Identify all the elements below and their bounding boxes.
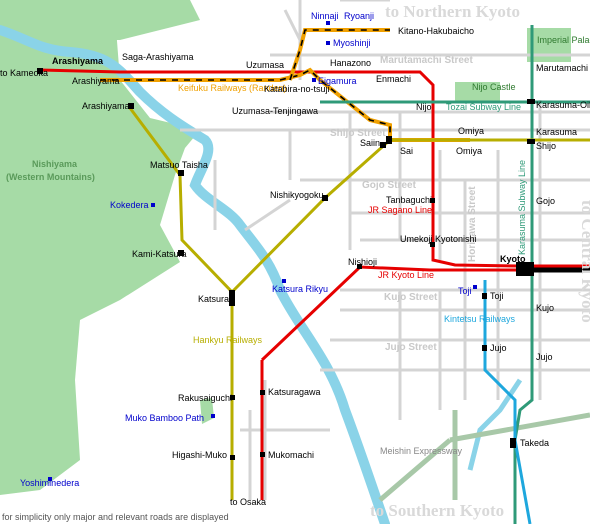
road-marutamachi: Marutamachi Street bbox=[380, 55, 473, 66]
station-toji: Toji bbox=[490, 291, 504, 301]
station-katabira: Katabira-no-tsuji bbox=[264, 84, 330, 94]
imperial-palace-park bbox=[527, 28, 571, 62]
label-jrkyoto: JR Kyoto Line bbox=[378, 270, 434, 280]
sight-imperial-text: Imperial Palace bbox=[537, 35, 590, 45]
road-network bbox=[180, 0, 590, 500]
sight-myoshinji: Myoshinji bbox=[333, 38, 371, 48]
meishin-expressway-road bbox=[378, 410, 590, 502]
station-umekoji-text: Umekoji Kyotonishi bbox=[400, 234, 477, 244]
road-gojo: Gojo Street bbox=[362, 180, 417, 191]
road-jujo: Jujo Street bbox=[385, 342, 437, 353]
station-omiya-hankyu: Omiya bbox=[458, 126, 484, 136]
nijo-castle-park bbox=[455, 82, 500, 102]
station-marutamachi: Marutamachi bbox=[536, 63, 588, 73]
station-tanbaguchi: Tanbaguchi bbox=[386, 195, 432, 205]
direction-north: to Northern Kyoto bbox=[385, 2, 520, 21]
station-karasuma: Karasuma bbox=[536, 127, 577, 137]
sight-muko: Muko Bamboo Path bbox=[125, 413, 204, 423]
station-arashiyama-randen: Arashiyama bbox=[72, 76, 120, 86]
station-omiya-randen: Omiya bbox=[456, 146, 482, 156]
station-nishioji: Nishioji bbox=[348, 257, 377, 267]
hankyu-arashiyama-line bbox=[128, 107, 234, 500]
sight-ninnaji: Ninnaji bbox=[311, 11, 339, 21]
station-matsuo: Matsuo Taisha bbox=[150, 160, 208, 170]
station-katsura: Katsura bbox=[198, 294, 229, 304]
mountains-area bbox=[0, 0, 571, 495]
station-karasuma-oike: Karasuma-Oike bbox=[536, 100, 590, 110]
hankyu-kyoto-line bbox=[230, 138, 590, 294]
footnote: for simplicity only major and relevant r… bbox=[2, 512, 229, 522]
station-uzumasa: Uzumasa bbox=[246, 60, 284, 70]
station-shijo: Shijo bbox=[536, 141, 556, 151]
station-saga: Saga-Arashiyama bbox=[122, 52, 194, 62]
station-gojo: Gojo bbox=[536, 196, 555, 206]
station-mukomachi: Mukomachi bbox=[268, 450, 314, 460]
station-marks bbox=[37, 68, 535, 460]
kamo-river bbox=[467, 378, 523, 471]
katsura-river bbox=[0, 25, 390, 524]
sight-markers bbox=[48, 21, 477, 481]
station-kami-katsura: Kami-Katsura bbox=[132, 249, 187, 259]
label-kintetsu: Kintetsu Railways bbox=[444, 314, 516, 324]
station-kyoto: Kyoto bbox=[500, 254, 526, 264]
station-osaka: to Osaka bbox=[230, 497, 266, 507]
station-arashiyama-hankyu: Arashiyama bbox=[82, 101, 130, 111]
sight-toji: Toji bbox=[458, 286, 472, 296]
station-jujo: Jujo bbox=[490, 343, 507, 353]
station-rakusaiguchi: Rakusaiguchi bbox=[178, 393, 232, 403]
mountains-name: Nishiyama bbox=[32, 159, 78, 169]
sight-kokedera: Kokedera bbox=[110, 200, 149, 210]
kintetsu-line bbox=[483, 280, 532, 524]
randen-kitano-dashes bbox=[289, 29, 390, 81]
station-kitano: Kitano-Hakubaicho bbox=[398, 26, 474, 36]
jr-sagano-line bbox=[39, 68, 590, 268]
station-arashiyama-main: Arashiyama bbox=[52, 56, 104, 66]
station-matsuo-text: Matsuo Taisha bbox=[150, 160, 208, 170]
station-takeda: Takeda bbox=[520, 438, 549, 448]
label-karasuma-line: Karasuma Subway Line bbox=[517, 160, 527, 255]
sight-imperial: Imperial Palace bbox=[537, 35, 590, 45]
road-shijo: Shijo Street bbox=[330, 128, 386, 139]
station-umekoji: Umekoji Kyotonishi bbox=[400, 234, 477, 244]
label-sagano: JR Sagano Line bbox=[368, 205, 432, 215]
station-saiin-hankyu: Saiin bbox=[360, 138, 380, 148]
arashiyama-hills bbox=[0, 0, 200, 40]
station-kujo: Kujo bbox=[536, 303, 554, 313]
road-horikawa: Horikawa Street bbox=[467, 186, 478, 262]
road-kujo: Kujo Street bbox=[384, 292, 438, 303]
station-hanazono: Hanazono bbox=[330, 58, 371, 68]
direction-south: to Southern Kyoto bbox=[370, 501, 504, 520]
label-randen: Keifuku Railways (Randen) bbox=[178, 83, 287, 93]
mountains-subtitle: (Western Mountains) bbox=[6, 172, 95, 182]
station-enmachi: Enmachi bbox=[376, 74, 411, 84]
sight-katsura-rikyu: Katsura Rikyu bbox=[272, 284, 328, 294]
nishiyama-forest bbox=[0, 0, 200, 495]
station-nijo: Nijo bbox=[416, 102, 432, 112]
station-kameoka: to Kameoka bbox=[0, 68, 48, 78]
station-saiin-randen: Sai bbox=[400, 146, 413, 156]
station-nishikyogoku: Nishikyogoku bbox=[270, 190, 324, 200]
sight-nijo-castle-text: Nijo Castle bbox=[472, 82, 516, 92]
station-jujo-subway: Jujo bbox=[536, 352, 553, 362]
station-katsuragawa: Katsuragawa bbox=[268, 387, 321, 397]
road-meishin-text: Meishin Expressway bbox=[380, 446, 463, 456]
station-higashi-muko: Higashi-Muko bbox=[172, 450, 227, 460]
direction-central: to Central Kyoto bbox=[578, 200, 590, 323]
randen-line-dashes bbox=[100, 69, 470, 141]
sight-nijo-castle: Nijo Castle bbox=[472, 82, 516, 92]
station-uzumasa-tenjingawa: Uzumasa-Tenjingawa bbox=[232, 106, 318, 116]
muko-bamboo-park bbox=[200, 398, 214, 424]
label-hankyu: Hankyu Railways bbox=[193, 335, 263, 345]
sight-yoshiminedera: Yoshiminedera bbox=[20, 478, 79, 488]
road-meishin: Meishin Expressway bbox=[380, 446, 463, 456]
sight-ryoanji: Ryoanji bbox=[344, 11, 374, 21]
label-tozai: Tozai Subway Line bbox=[446, 102, 521, 112]
sight-eigamura: Eigamura bbox=[318, 76, 357, 86]
